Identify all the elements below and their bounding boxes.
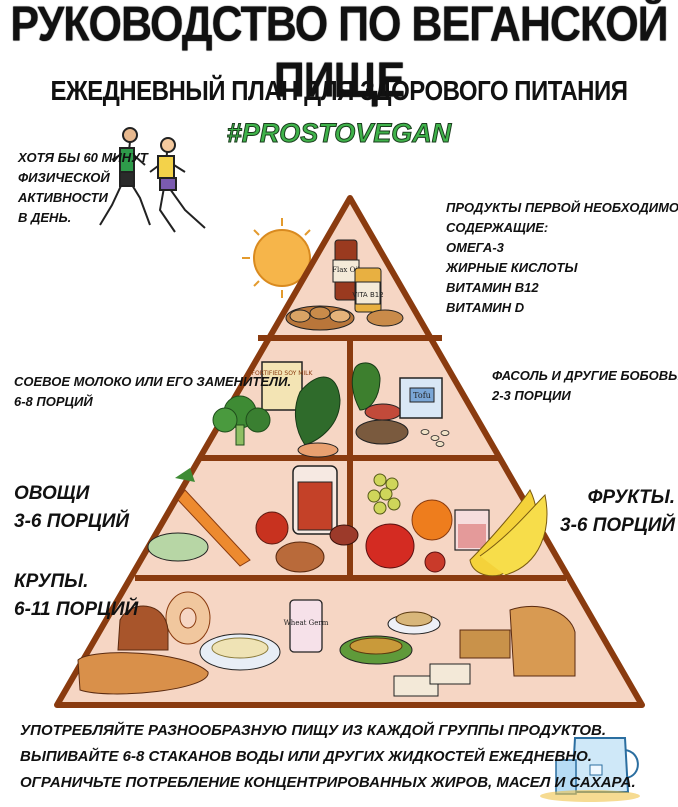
page-subtitle: ЕЖЕДНЕВНЫЙ ПЛАН ДЛЯ ЗДОРОВОГО ПИТАНИЯ: [50, 75, 629, 107]
water-pitcher-icon: [540, 737, 640, 802]
footer-line: ОГРАНИЧЬТЕ ПОТРЕБЛЕНИЕ КОНЦЕНТРИРОВАННЫХ…: [20, 774, 636, 791]
flax-oil-label: Flax Oil: [332, 266, 360, 274]
soy-milk-note: СОЕВОЕ МОЛОКО ИЛИ ЕГО ЗАМЕНИТЕЛИ. 6-8 ПО…: [14, 372, 291, 412]
beans-line: 2-3 ПОРЦИИ: [492, 388, 571, 403]
runners-icon: [99, 127, 206, 233]
activity-line: ХОТЯ БЫ 60 МИНУТ: [18, 150, 148, 165]
soy-milk-label: FORTIFIED SOY MILK: [252, 370, 314, 377]
essentials-line: ЖИРНЫЕ КИСЛОТЫ: [446, 260, 578, 275]
fruits-line: 3-6 ПОРЦИЙ: [560, 515, 676, 536]
footer-advice: УПОТРЕБЛЯЙТЕ РАЗНООБРАЗНУЮ ПИЩУ ИЗ КАЖДО…: [20, 718, 636, 796]
wheat-germ-label: Wheat Germ: [284, 619, 329, 627]
top-tier-foods: Flax Oil VITA B12: [285, 239, 404, 331]
footer-line: ВЫПИВАЙТЕ 6-8 СТАКАНОВ ВОДЫ ИЛИ ДРУГИХ Ж…: [20, 748, 592, 765]
vitamin-label: VITA B12: [352, 291, 383, 299]
vegetables-line: ОВОЩИ: [14, 483, 90, 504]
beans-line: ФАСОЛЬ И ДРУГИЕ БОБОВЫЕ.: [492, 368, 678, 383]
vegetables-note: ОВОЩИ 3-6 ПОРЦИЙ: [14, 480, 129, 536]
essentials-note: ПРОДУКТЫ ПЕРВОЙ НЕОБХОДИМОСТИ, СОДЕРЖАЩИ…: [446, 198, 678, 318]
vegetables-line: 3-6 ПОРЦИЙ: [14, 511, 130, 532]
essentials-line: ОМЕГА-3: [446, 240, 504, 255]
fruits-note: ФРУКТЫ. 3-6 ПОРЦИЙ: [560, 484, 675, 540]
essentials-line: ПРОДУКТЫ ПЕРВОЙ НЕОБХОДИМОСТИ,: [446, 200, 678, 215]
hashtag: #PROSTOVEGAN: [226, 118, 452, 149]
activity-note: ХОТЯ БЫ 60 МИНУТ ФИЗИЧЕСКОЙ АКТИВНОСТИ В…: [18, 148, 148, 228]
vegetables-tier-foods: [147, 465, 359, 573]
activity-line: ФИЗИЧЕСКОЙ: [18, 170, 110, 185]
essentials-line: ВИТАМИН В12: [446, 280, 539, 295]
tofu-label: Tofu: [413, 391, 431, 400]
activity-line: АКТИВНОСТИ: [18, 190, 108, 205]
soy-milk-tier-foods: FORTIFIED SOY MILK: [212, 361, 341, 458]
fruits-line: ФРУКТЫ.: [587, 487, 676, 508]
grains-line: КРУПЫ.: [14, 571, 89, 592]
beans-tier-foods: Tofu: [351, 362, 450, 447]
activity-line: В ДЕНЬ.: [18, 210, 72, 225]
fruits-tier-foods: [365, 473, 548, 577]
essentials-line: ВИТАМИН D: [446, 300, 525, 315]
footer-line: УПОТРЕБЛЯЙТЕ РАЗНООБРАЗНУЮ ПИЩУ ИЗ КАЖДО…: [20, 722, 607, 739]
beans-note: ФАСОЛЬ И ДРУГИЕ БОБОВЫЕ. 2-3 ПОРЦИИ: [492, 366, 678, 406]
grains-note: КРУПЫ. 6-11 ПОРЦИЙ: [14, 568, 138, 624]
soy-line: 6-8 ПОРЦИЙ: [14, 394, 93, 409]
sun-icon: [242, 218, 322, 298]
essentials-line: СОДЕРЖАЩИЕ:: [446, 220, 549, 235]
page-title: РУКОВОДСТВО ПО ВЕГАНСКОЙ ПИЩЕ: [10, 0, 668, 109]
grains-tier-foods: Wheat Germ: [77, 591, 576, 697]
grains-line: 6-11 ПОРЦИЙ: [14, 599, 139, 620]
soy-line: СОЕВОЕ МОЛОКО ИЛИ ЕГО ЗАМЕНИТЕЛИ.: [14, 374, 292, 389]
